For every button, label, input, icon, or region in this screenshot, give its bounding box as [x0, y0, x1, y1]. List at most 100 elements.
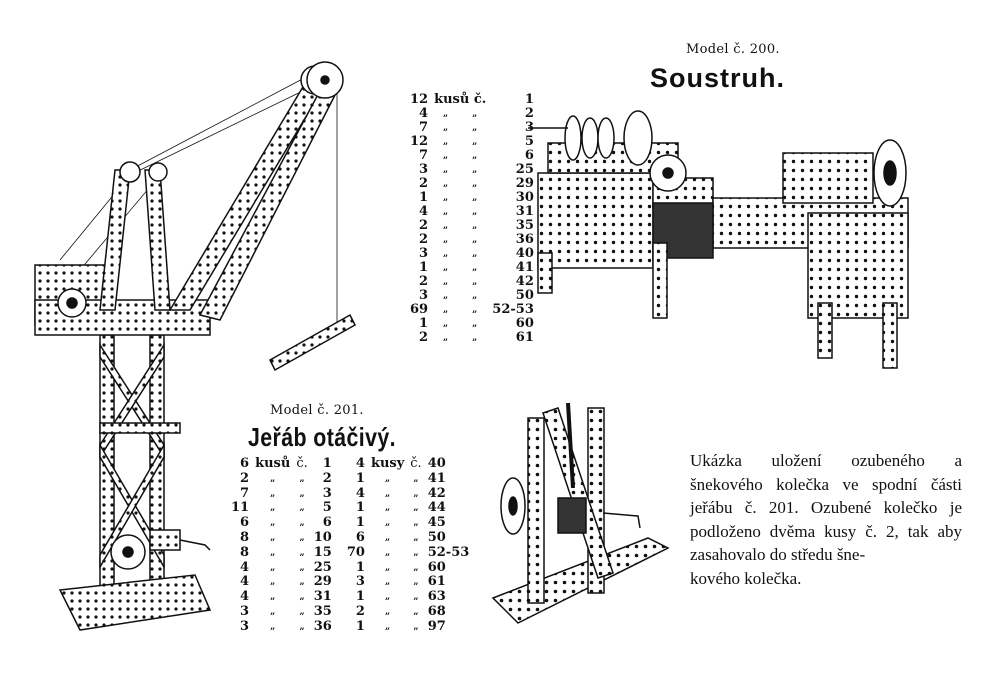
ditto-mark: „ — [472, 179, 478, 189]
ditto-mark: „ — [472, 319, 478, 329]
ditto-mark: „ — [299, 562, 305, 573]
part-number: 44 — [427, 500, 446, 516]
parts-row: 12„„5 — [407, 135, 537, 149]
ditto-mark: „ — [413, 547, 419, 558]
part-number: 61 — [515, 330, 534, 345]
ditto-mark: „ — [413, 606, 419, 617]
ditto-mark: „ — [443, 249, 449, 259]
ditto-mark: „ — [299, 577, 305, 588]
lathe-title: Soustruh. — [650, 63, 785, 93]
parts-row: 6 kusů č. 1 4 kusy č. 40 — [228, 456, 472, 472]
ditto-mark: „ — [270, 562, 276, 573]
part-number: 50 — [515, 288, 534, 303]
ditto-mark: „ — [413, 503, 419, 514]
part-quantity: 7 — [419, 148, 429, 163]
part-number: 3 — [322, 485, 332, 501]
part-quantity: 11 — [231, 500, 250, 516]
part-quantity: 2 — [419, 330, 429, 345]
part-quantity: 1 — [419, 260, 429, 275]
ditto-mark: „ — [299, 518, 305, 529]
ditto-mark: „ — [472, 137, 478, 147]
part-quantity: 1 — [355, 589, 365, 605]
ditto-mark: „ — [385, 503, 391, 514]
part-quantity: 4 — [240, 574, 250, 590]
ditto-mark: „ — [443, 305, 449, 315]
part-quantity: 2 — [419, 176, 429, 191]
ditto-mark: „ — [472, 207, 478, 217]
caption-last-line: kového kolečka. — [690, 568, 802, 588]
part-quantity: 6 — [355, 529, 365, 545]
ditto-mark: „ — [270, 547, 276, 558]
ditto-mark: „ — [413, 577, 419, 588]
ditto-mark: „ — [270, 488, 276, 499]
ditto-mark: „ — [472, 109, 478, 119]
part-quantity: 4 — [240, 589, 250, 605]
part-number: 2 — [322, 470, 332, 486]
ditto-mark: „ — [443, 319, 449, 329]
part-number: 29 — [313, 574, 332, 590]
part-number: 35 — [313, 603, 332, 619]
part-number: 30 — [515, 190, 534, 205]
part-unit: kusů — [255, 456, 291, 471]
part-number: 36 — [515, 232, 534, 247]
ditto-mark: „ — [443, 137, 449, 147]
ditto-mark: „ — [443, 193, 449, 203]
part-number: 36 — [313, 618, 332, 634]
part-unit: č. — [296, 456, 308, 471]
ditto-mark: „ — [413, 621, 419, 632]
ditto-mark: „ — [413, 488, 419, 499]
ditto-mark: „ — [443, 221, 449, 231]
part-quantity: 3 — [419, 246, 429, 261]
part-quantity: 70 — [346, 544, 365, 560]
ditto-mark: „ — [270, 473, 276, 484]
ditto-mark: „ — [443, 263, 449, 273]
part-number: 63 — [427, 589, 446, 605]
part-quantity: 1 — [355, 500, 365, 516]
part-quantity: 2 — [355, 603, 365, 619]
ditto-mark: „ — [385, 518, 391, 529]
ditto-mark: „ — [299, 606, 305, 617]
ditto-mark: „ — [270, 577, 276, 588]
part-quantity: 3 — [240, 618, 250, 634]
part-number: 2 — [524, 106, 534, 121]
part-number: 45 — [427, 515, 446, 531]
ditto-mark: „ — [472, 333, 478, 343]
ditto-mark: „ — [413, 592, 419, 603]
caption-text: Ukázka uložení ozubeného a šnekového kol… — [690, 451, 962, 564]
parts-row: 2„„61 — [407, 331, 537, 345]
part-quantity: 2 — [419, 218, 429, 233]
ditto-mark: „ — [443, 207, 449, 217]
part-unit: kusů č. — [434, 92, 487, 107]
detail-caption: Ukázka uložení ozubeného a šnekového kol… — [690, 449, 962, 590]
ditto-mark: „ — [443, 165, 449, 175]
part-number: 5 — [322, 500, 332, 516]
ditto-mark: „ — [385, 532, 391, 543]
ditto-mark: „ — [443, 123, 449, 133]
part-quantity: 7 — [419, 120, 429, 135]
ditto-mark: „ — [299, 547, 305, 558]
ditto-mark: „ — [472, 249, 478, 259]
part-quantity: 1 — [355, 515, 365, 531]
part-quantity: 3 — [419, 162, 429, 177]
crane-illustration — [34, 61, 356, 631]
part-quantity: 4 — [419, 204, 429, 219]
part-quantity: 4 — [419, 106, 429, 121]
parts-row: 7„„3 — [407, 121, 537, 135]
ditto-mark: „ — [472, 221, 478, 231]
ditto-mark: „ — [385, 488, 391, 499]
part-number: 60 — [515, 316, 534, 331]
part-quantity: 12 — [410, 92, 429, 107]
part-quantity: 8 — [240, 544, 250, 560]
part-quantity: 8 — [240, 529, 250, 545]
ditto-mark: „ — [472, 165, 478, 175]
part-number: 31 — [313, 589, 332, 605]
